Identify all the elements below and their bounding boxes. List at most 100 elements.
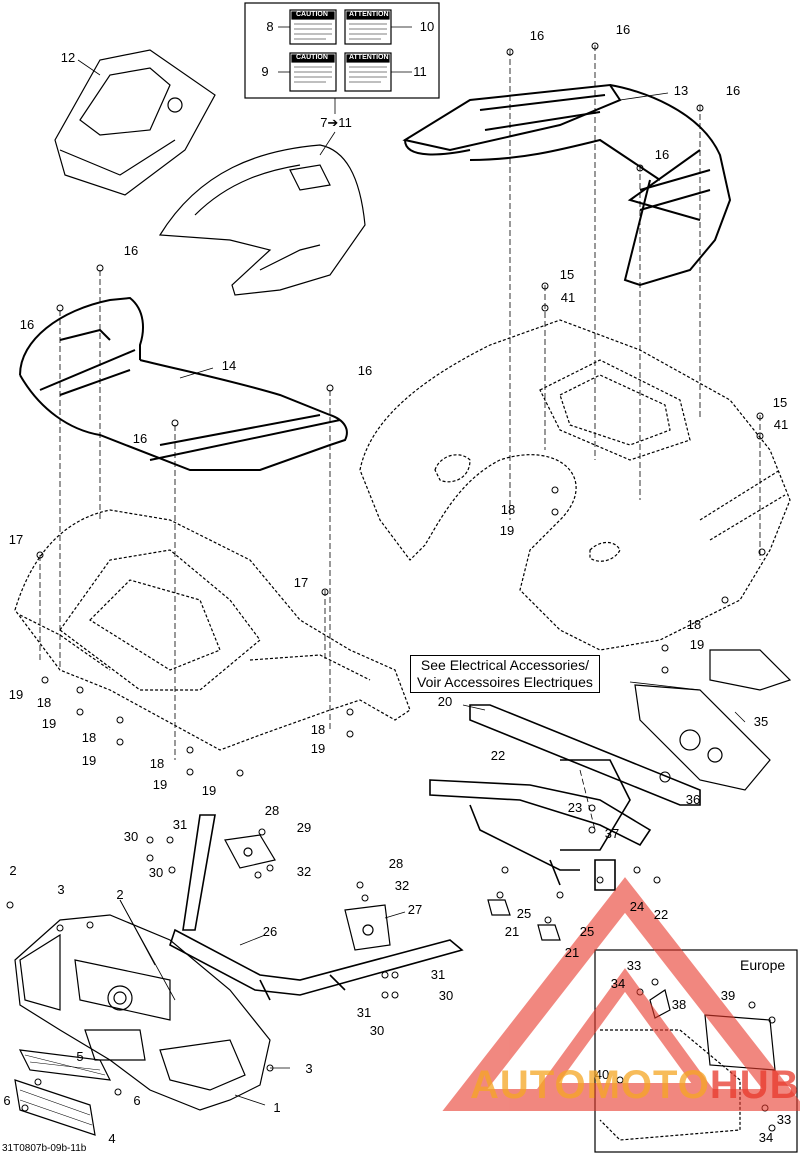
label-3b: 3 (305, 1061, 313, 1076)
watermark-part1: AUTOMOTO (470, 1063, 710, 1107)
label-28b: 28 (388, 856, 404, 871)
label-19e: 19 (201, 783, 217, 798)
label-7-11: 7➔11 (320, 115, 352, 130)
label-6b: 6 (133, 1093, 141, 1108)
label-19f: 19 (310, 741, 326, 756)
label-4: 4 (108, 1131, 116, 1146)
watermark-logo (442, 877, 800, 1111)
decal-caution-top (289, 9, 337, 45)
drawing-code: 31T0807b-09b-11b (2, 1143, 87, 1154)
label-19b: 19 (41, 716, 57, 731)
label-16c: 16 (725, 83, 741, 98)
label-17b: 17 (293, 575, 309, 590)
label-19c: 19 (81, 753, 97, 768)
label-34a: 34 (610, 976, 626, 991)
label-6: 6 (3, 1093, 11, 1108)
label-18e: 18 (500, 502, 516, 517)
bracket-27 (344, 904, 391, 951)
grille-upper (18, 1049, 112, 1081)
label-3: 3 (57, 882, 65, 897)
decal-leaders (278, 26, 412, 156)
label-18a: 18 (36, 695, 52, 710)
front-frame-bar (169, 814, 464, 1001)
label-30b: 30 (148, 865, 164, 880)
electrical-note-line1: See Electrical Accessories/ (420, 657, 589, 673)
europe-label: Europe (740, 957, 786, 973)
label-8: 8 (266, 19, 274, 34)
label-16e: 16 (123, 243, 139, 258)
label-19h: 19 (689, 637, 705, 652)
bracket-pads (487, 899, 561, 941)
label-17a: 17 (8, 532, 24, 547)
label-41a: 41 (560, 290, 576, 305)
label-2: 2 (9, 863, 17, 878)
front-rack (19, 296, 348, 471)
label-27: 27 (407, 902, 423, 917)
label-2b: 2 (116, 887, 124, 902)
label-35: 35 (753, 714, 769, 729)
label-26: 26 (262, 924, 278, 939)
label-20: 20 (437, 694, 453, 709)
decal-frame (244, 2, 440, 99)
front-fender (14, 509, 411, 751)
label-16d: 16 (654, 147, 670, 162)
label-10: 10 (419, 19, 435, 34)
label-15: 15 (559, 267, 575, 282)
label-39: 39 (720, 988, 736, 1003)
label-30d: 30 (438, 988, 454, 1003)
decal-text-attention-top: ATTENTION (349, 11, 389, 18)
electrical-note-line2: Voir Accessoires Electriques (417, 674, 593, 690)
label-21a: 21 (504, 924, 520, 939)
label-19d: 19 (152, 777, 168, 792)
explode-lines (39, 45, 761, 831)
decal-attention-top (344, 9, 392, 45)
label-16g: 16 (132, 431, 148, 446)
label-28a: 28 (264, 803, 280, 818)
label-31a: 31 (172, 817, 188, 832)
label-21b: 21 (564, 945, 580, 960)
label-24: 24 (629, 899, 645, 914)
label-12: 12 (60, 50, 76, 65)
label-31c: 31 (430, 967, 446, 982)
grille-lower (14, 1079, 96, 1136)
label-19a: 19 (8, 687, 24, 702)
label-37: 37 (604, 826, 620, 841)
rear-rack (402, 83, 732, 287)
watermark-text: AUTOMOTOHUB (470, 1063, 800, 1108)
label-33a: 33 (626, 958, 642, 973)
label-32a: 32 (296, 864, 312, 879)
label-29: 29 (296, 820, 312, 835)
decal-text-caution-top: CAUTION (296, 11, 328, 18)
label-9: 9 (261, 64, 269, 79)
label-25a: 25 (516, 906, 532, 921)
label-18b: 18 (81, 730, 97, 745)
fender-cover (158, 144, 366, 296)
label-32b: 32 (394, 878, 410, 893)
decal-text-caution-bottom: CAUTION (296, 54, 328, 61)
label-33b: 33 (776, 1112, 792, 1127)
rear-frame (429, 704, 701, 891)
label-41b: 41 (773, 417, 789, 432)
label-16a: 16 (529, 28, 545, 43)
label-16f: 16 (19, 317, 35, 332)
label-16b: 16 (615, 22, 631, 37)
label-5: 5 (76, 1049, 84, 1064)
label-36: 36 (685, 792, 701, 807)
label-38: 38 (671, 997, 687, 1012)
label-30a: 30 (123, 829, 139, 844)
decal-caution-bottom (289, 52, 337, 92)
label-14: 14 (221, 358, 237, 373)
watermark-part2: HUB (709, 1063, 800, 1107)
label-25b: 25 (579, 924, 595, 939)
label-31b: 31 (356, 1005, 372, 1020)
bracket-29 (224, 834, 276, 869)
label-23: 23 (567, 800, 583, 815)
label-11: 11 (413, 64, 427, 79)
label-34b: 34 (758, 1130, 774, 1145)
label-18d: 18 (310, 722, 326, 737)
europe-frame (594, 949, 798, 1153)
label-18f: 18 (686, 617, 702, 632)
label-22b: 22 (653, 907, 669, 922)
electrical-accessories-note: See Electrical Accessories/ Voir Accesso… (410, 655, 600, 693)
